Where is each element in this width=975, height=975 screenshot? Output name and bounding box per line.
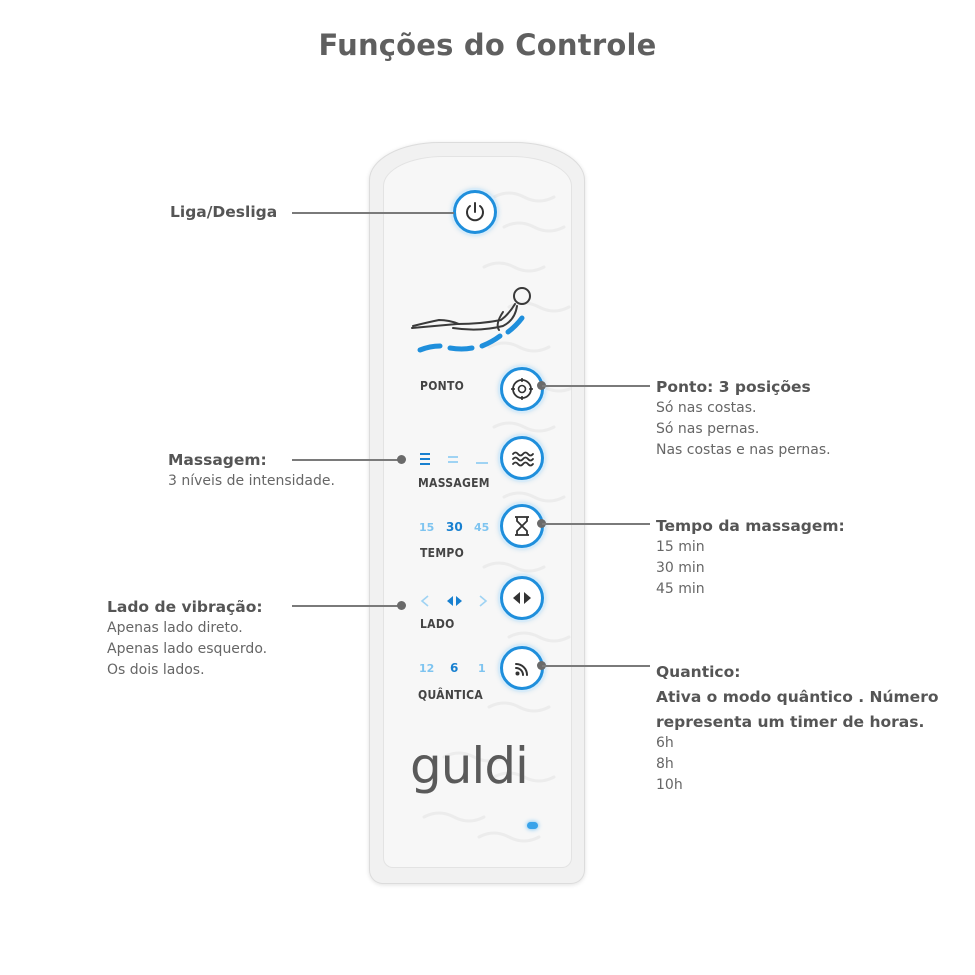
massagem-label: MASSAGEM (418, 476, 490, 490)
lado-button[interactable] (500, 576, 544, 620)
connector-tempo-dot (537, 519, 546, 528)
status-led (527, 822, 538, 829)
annotation-power: Liga/Desliga (170, 202, 277, 223)
annotation-ponto-line-1: Só nas costas. (656, 400, 757, 416)
connector-lado-dot (397, 601, 406, 610)
annotation-power-heading: Liga/Desliga (170, 203, 278, 221)
signal-waves-icon (515, 663, 528, 676)
lado-label: LADO (420, 617, 455, 631)
annotation-quantico-heading-2: Ativa o modo quântico . Número (656, 688, 939, 706)
annotation-lado-line-1: Apenas lado direto. (107, 620, 243, 636)
annotation-quantico-heading: Quantico: (656, 663, 741, 681)
annotation-quantico-heading-3: representa um timer de horas. (656, 713, 925, 731)
annotation-quantico-line-3: 10h (656, 777, 683, 793)
annotation-ponto-line-2: Só nas pernas. (656, 421, 760, 437)
connector-quantico (542, 665, 650, 667)
hourglass-icon (515, 516, 529, 536)
connector-lado (292, 605, 400, 607)
connector-massagem (292, 459, 400, 461)
connector-ponto-dot (537, 381, 546, 390)
reclining-body-icon (411, 287, 531, 353)
quantica-value-12: 12 (419, 662, 435, 675)
annotation-lado: Lado de vibração: Apenas lado direto. Ap… (107, 597, 267, 681)
annotation-quantico-line-1: 6h (656, 735, 674, 751)
annotation-ponto-heading: Ponto: 3 posições (656, 378, 811, 396)
page-title: Funções do Controle (318, 28, 657, 62)
tempo-label: TEMPO (420, 546, 465, 560)
target-icon (511, 378, 533, 400)
left-right-arrows-icon (513, 592, 531, 604)
power-icon (466, 202, 484, 222)
tempo-value-30: 30 (446, 520, 463, 534)
annotation-tempo-line-1: 15 min (656, 539, 705, 555)
remote-control-face (383, 156, 572, 868)
connector-massagem-dot (397, 455, 406, 464)
quantica-label: QUÂNTICA (418, 688, 484, 702)
ponto-button[interactable] (500, 367, 544, 411)
tempo-value-45: 45 (474, 521, 490, 534)
annotation-tempo-line-3: 45 min (656, 581, 705, 597)
annotation-ponto-line-3: Nas costas e nas pernas. (656, 442, 831, 458)
quantica-value-6: 6 (450, 661, 459, 675)
annotation-lado-heading: Lado de vibração: (107, 598, 263, 616)
annotation-tempo: Tempo da massagem: 15 min 30 min 45 min (656, 516, 845, 600)
brand-logo: guldi (410, 737, 529, 795)
annotation-quantico-line-2: 8h (656, 756, 674, 772)
annotation-ponto: Ponto: 3 posições Só nas costas. Só nas … (656, 377, 831, 461)
connector-power (292, 212, 454, 214)
power-button[interactable] (453, 190, 497, 234)
annotation-massagem: Massagem: 3 níveis de intensidade. (168, 450, 335, 492)
annotation-lado-line-3: Os dois lados. (107, 662, 205, 678)
side-indicator-icon (420, 595, 488, 607)
annotation-quantico: Quantico: Ativa o modo quântico . Número… (656, 662, 939, 796)
annotation-tempo-line-2: 30 min (656, 560, 705, 576)
connector-ponto (542, 385, 650, 387)
wave-icon (512, 451, 534, 467)
connector-quantico-dot (537, 661, 546, 670)
tempo-value-15: 15 (419, 521, 435, 534)
connector-tempo (542, 523, 650, 525)
quantica-value-1: 1 (478, 662, 486, 675)
massagem-button[interactable] (500, 436, 544, 480)
intensity-indicator-icon (420, 453, 488, 465)
annotation-massagem-line: 3 níveis de intensidade. (168, 473, 335, 489)
annotation-tempo-heading: Tempo da massagem: (656, 517, 845, 535)
annotation-massagem-heading: Massagem: (168, 451, 267, 469)
annotation-lado-line-2: Apenas lado esquerdo. (107, 641, 268, 657)
ponto-label: PONTO (420, 379, 465, 393)
